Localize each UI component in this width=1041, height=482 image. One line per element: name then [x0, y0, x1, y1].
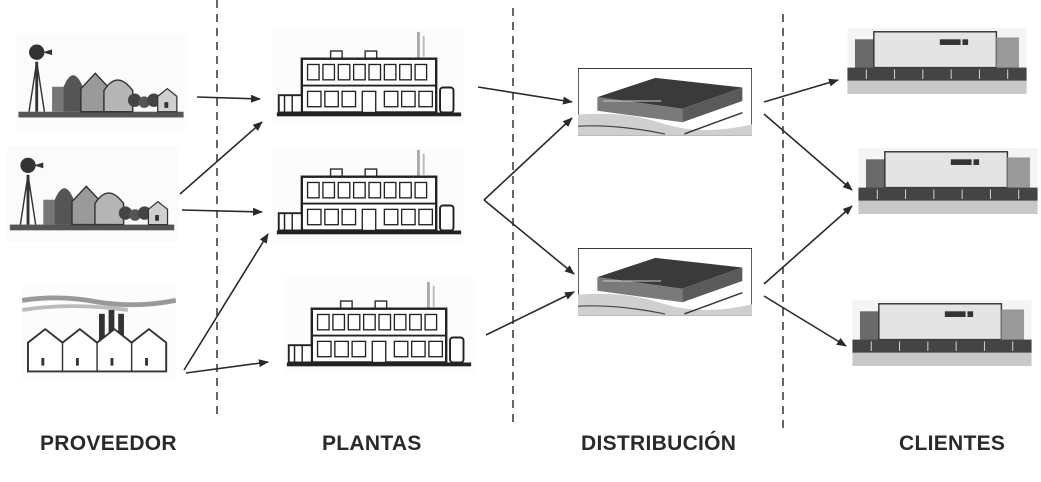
store-building-icon — [851, 300, 1033, 366]
arrow-dc2-client3 — [763, 295, 847, 347]
arrow-plant1-dc1 — [477, 86, 573, 105]
arrow-plant2-dc1 — [483, 117, 573, 201]
arrow-dc1-client1 — [763, 78, 839, 103]
store-building-icon — [857, 148, 1039, 214]
flow-arrows — [179, 78, 853, 374]
distribution-warehouse-icon — [578, 248, 752, 316]
arrow-factory-plant2 — [183, 233, 269, 371]
plant-building-icon — [271, 146, 467, 242]
arrow-farm1-plant1 — [196, 94, 261, 103]
plant-building-icon — [281, 278, 477, 374]
farm-icon — [14, 33, 190, 129]
arrow-farm2-plant2 — [181, 207, 263, 216]
arrow-factory-plant3 — [185, 359, 269, 374]
arrow-farm2-plant1 — [179, 121, 263, 195]
store-building-icon — [846, 28, 1028, 94]
distribution-warehouse-icon — [578, 68, 752, 136]
column-label-distribucion: DISTRIBUCIÓN — [581, 432, 737, 455]
arrow-dc2-client2 — [763, 205, 853, 285]
arrow-plant2-dc2 — [483, 199, 575, 275]
plant-building-icon — [271, 28, 467, 124]
column-label-plantas: PLANTAS — [322, 432, 422, 455]
arrow-dc1-client2 — [763, 113, 853, 191]
column-separators — [216, 0, 784, 430]
arrow-plant3-dc2 — [485, 291, 575, 336]
column-label-proveedor: PROVEEDOR — [40, 432, 177, 455]
farm-icon — [7, 146, 179, 242]
column-label-clientes: CLIENTES — [899, 432, 1006, 455]
factory-icon — [22, 285, 176, 381]
